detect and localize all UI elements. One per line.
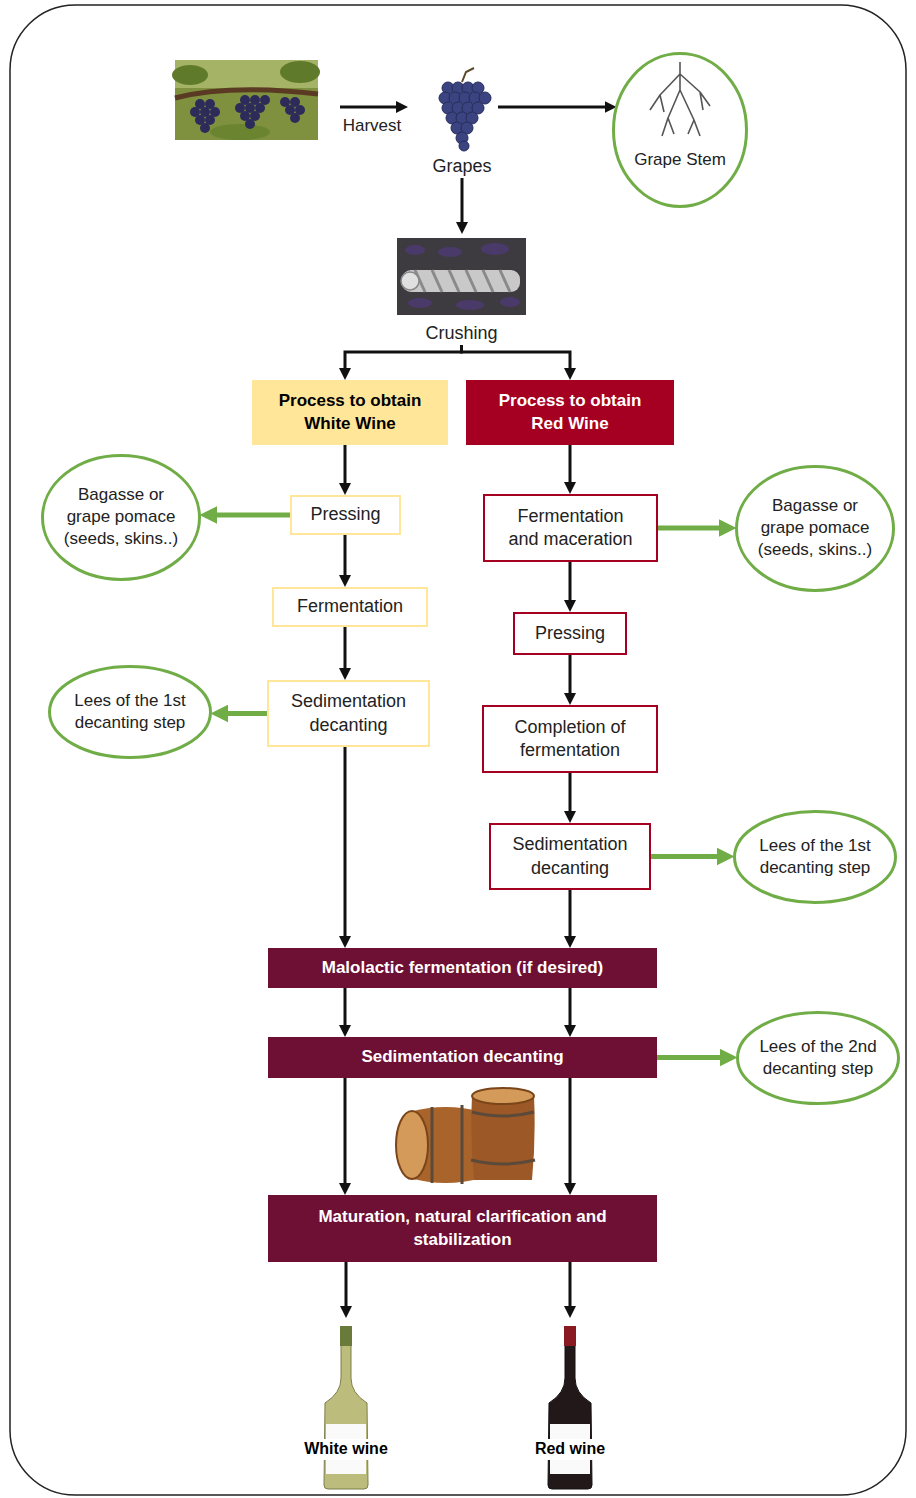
byproduct-ellipse: Bagasse or grape pomace (seeds, skins..): [41, 454, 201, 581]
process-box: Sedimentation decanting: [267, 680, 430, 747]
node-text: Process to obtain White Wine: [265, 390, 435, 434]
ellipse-outline-shape: [43, 455, 200, 579]
flow-arrow: [462, 345, 571, 374]
process-box: Pressing: [290, 495, 401, 535]
byproduct-arrow: [657, 1055, 729, 1060]
byproduct-arrow: [651, 854, 726, 859]
process-box: Sedimentation decanting: [489, 823, 651, 890]
node-text: Pressing: [535, 622, 605, 645]
ellipse-outline: [612, 52, 748, 208]
harvest-arrow: [340, 101, 408, 113]
process-box: Fermentation and maceration: [483, 494, 658, 562]
white-wine-bottle: [324, 1326, 368, 1489]
node-text: Bagasse or grape pomace (seeds, skins..): [753, 495, 877, 561]
flow-arrow: [345, 1262, 348, 1312]
byproduct-ellipse: Grape Stem: [612, 52, 748, 208]
flow-arrow: [569, 562, 572, 606]
ellipse-outline-shape: [614, 54, 747, 207]
flow-arrow: [344, 445, 347, 489]
node-text: Sedimentation decanting: [361, 1046, 563, 1068]
byproduct-ellipse: Lees of the 2nd decanting step: [736, 1011, 900, 1105]
crushing-picture: Crushing: [395, 234, 528, 345]
ellipse-outline: [48, 665, 212, 759]
node-text: Lees of the 2nd decanting step: [757, 1036, 879, 1080]
flow-arrow: [344, 627, 347, 674]
wine-bottle: Red wine: [528, 1318, 612, 1490]
node-text: Crushing: [425, 322, 497, 345]
byproduct-arrow: [658, 526, 728, 531]
process-header: Process to obtain White Wine: [252, 380, 448, 445]
flow-arrow: [569, 655, 572, 699]
ellipse-outline-shape: [737, 466, 894, 590]
crushing-photo: [397, 238, 526, 315]
node-text: Grape Stem: [634, 149, 726, 171]
flow-arrow: [569, 1078, 572, 1189]
process-box: Fermentation: [272, 587, 428, 627]
process-box: Completion of fermentation: [482, 705, 658, 773]
process-band: Sedimentation decanting: [268, 1037, 657, 1078]
node-text: Red wine: [532, 1439, 608, 1460]
flow-arrow: [569, 445, 572, 488]
node-text: Completion of fermentation: [500, 716, 640, 763]
flow-arrow: [568, 1262, 571, 1312]
node-text: Malolactic fermentation (if desired): [322, 957, 604, 979]
process-box: Pressing: [513, 612, 627, 655]
red-wine-bottle: [548, 1326, 592, 1489]
ellipse-outline: [736, 1011, 900, 1105]
node-text: Pressing: [310, 503, 380, 526]
ellipse-outline-shape: [735, 812, 896, 903]
flow-arrow: [344, 747, 347, 942]
node-text: Fermentation: [297, 595, 403, 618]
grape-stem-icon: [650, 62, 710, 136]
barrels-picture: [396, 1088, 535, 1184]
node-text: Grapes: [432, 155, 491, 178]
flow-arrow: [344, 535, 347, 581]
flow-arrow: [569, 890, 572, 942]
node-text: Sedimentation decanting: [279, 690, 419, 737]
ellipse-outline-shape: [50, 667, 211, 758]
ellipse-outline: [733, 810, 897, 904]
byproduct-ellipse: Lees of the 1st decanting step: [733, 810, 897, 904]
node-text: Fermentation and maceration: [501, 505, 641, 552]
node-text: Lees of the 1st decanting step: [754, 835, 876, 879]
wine-bottle: White wine: [297, 1318, 395, 1490]
byproduct-arrow: [208, 513, 290, 518]
flow-arrow: [569, 988, 572, 1031]
node-text: Bagasse or grape pomace (seeds, skins..): [59, 484, 183, 550]
grapes-picture: [439, 68, 491, 151]
grapes-picture: Grapes: [426, 70, 498, 178]
flow-arrow: [344, 1078, 347, 1189]
vineyard-photo: [172, 60, 320, 140]
flow-arrow: [461, 178, 464, 228]
node-text: White wine: [301, 1439, 391, 1460]
byproduct-ellipse: Lees of the 1st decanting step: [48, 665, 212, 759]
process-band: Maturation, natural clarification and st…: [268, 1195, 657, 1262]
flow-arrow: [498, 106, 611, 109]
flow-arrow: [345, 345, 462, 374]
node-text: Maturation, natural clarification and st…: [298, 1206, 628, 1250]
byproduct-ellipse: Bagasse or grape pomace (seeds, skins..): [735, 465, 895, 592]
ellipse-outline-shape: [738, 1013, 899, 1104]
node-text: Lees of the 1st decanting step: [69, 690, 191, 734]
flow-arrow: [569, 773, 572, 817]
frame-border: [10, 5, 906, 1495]
process-band: Malolactic fermentation (if desired): [268, 948, 657, 988]
node-text: Process to obtain Red Wine: [485, 390, 655, 434]
node-text: Sedimentation decanting: [500, 833, 640, 880]
flow-arrow: [344, 988, 347, 1031]
byproduct-arrow: [219, 711, 267, 716]
process-header: Process to obtain Red Wine: [466, 380, 674, 445]
step-label: Harvest: [343, 115, 402, 137]
